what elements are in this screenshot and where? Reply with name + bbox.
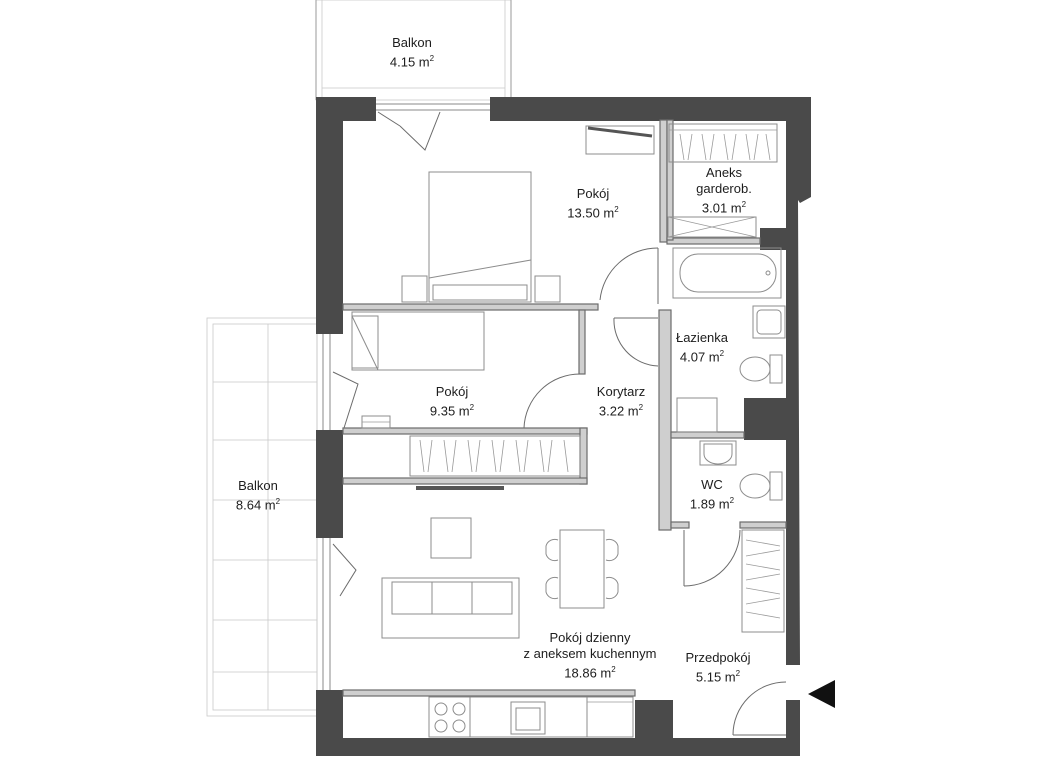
room-area: 4.15 m2 [389,54,435,70]
room-name: Pokój [435,384,469,399]
balcony-top [315,0,512,101]
bed-single [351,311,485,371]
room-name: WC [701,477,723,492]
wardrobe-hall [741,529,785,633]
room-label-wc: WC 1.89 m2 [662,477,762,512]
room-area: 8.64 m2 [235,497,281,513]
windows [322,103,490,690]
bathroom-sink [752,305,786,339]
sofa [381,577,520,639]
tv-cabinet [585,125,655,155]
room-name: Balkon [238,478,278,493]
tv-living [416,486,504,490]
room-name: Łazienka [675,330,729,345]
room-area: 1.89 m2 [689,496,735,512]
coffee-table [430,517,472,559]
room-name: Balkon [392,35,432,50]
wardrobe-aneks [667,123,778,238]
washing-machine [676,397,718,433]
bed-double [401,171,561,303]
room-area: 18.86 m2 [564,665,616,681]
room-label-aneks: Aneks garderob. 3.01 m2 [674,165,774,216]
room-label-pokoj-2: Pokój 9.35 m2 [402,384,502,419]
wc-sink [699,440,737,466]
wc-toilet [739,471,783,501]
room-area: 4.07 m2 [679,349,725,365]
room-label-korytarz: Korytarz 3.22 m2 [571,384,671,419]
room-area: 13.50 m2 [567,205,619,221]
room-area: 5.15 m2 [695,669,741,685]
room-name: Pokój [576,186,610,201]
room-label-dzienny: Pokój dzienny z aneksem kuchennym 18.86 … [510,630,670,681]
room-label-balkon-top: Balkon 4.15 m2 [362,35,462,70]
doors [332,111,787,736]
room-name: Przedpokój [685,650,751,665]
bathroom-toilet [739,354,783,384]
exterior-walls [316,97,811,756]
room-name-line2: z aneksem kuchennym [523,646,657,661]
room-area: 3.01 m2 [701,200,747,216]
room-label-lazienka: Łazienka 4.07 m2 [652,330,752,365]
room-name-line2: garderob. [696,181,752,196]
room-name: Korytarz [596,384,646,399]
desk [361,415,391,429]
room-area: 9.35 m2 [429,403,475,419]
room-label-przedpokoj: Przedpokój 5.15 m2 [668,650,768,685]
room-label-balkon-left: Balkon 8.64 m2 [208,478,308,513]
room-name-line1: Aneks [705,165,743,180]
entrance-arrow-icon [808,680,835,708]
balcony-left [206,317,318,717]
kitchen-counter [428,696,634,738]
room-area: 3.22 m2 [598,403,644,419]
interior-partitions [342,119,787,697]
room-name-line1: Pokój dzienny [549,630,631,645]
wardrobe-bedroom2 [409,435,581,477]
bathtub [672,247,782,299]
room-label-pokoj-1: Pokój 13.50 m2 [543,186,643,221]
dining-table [545,529,619,609]
